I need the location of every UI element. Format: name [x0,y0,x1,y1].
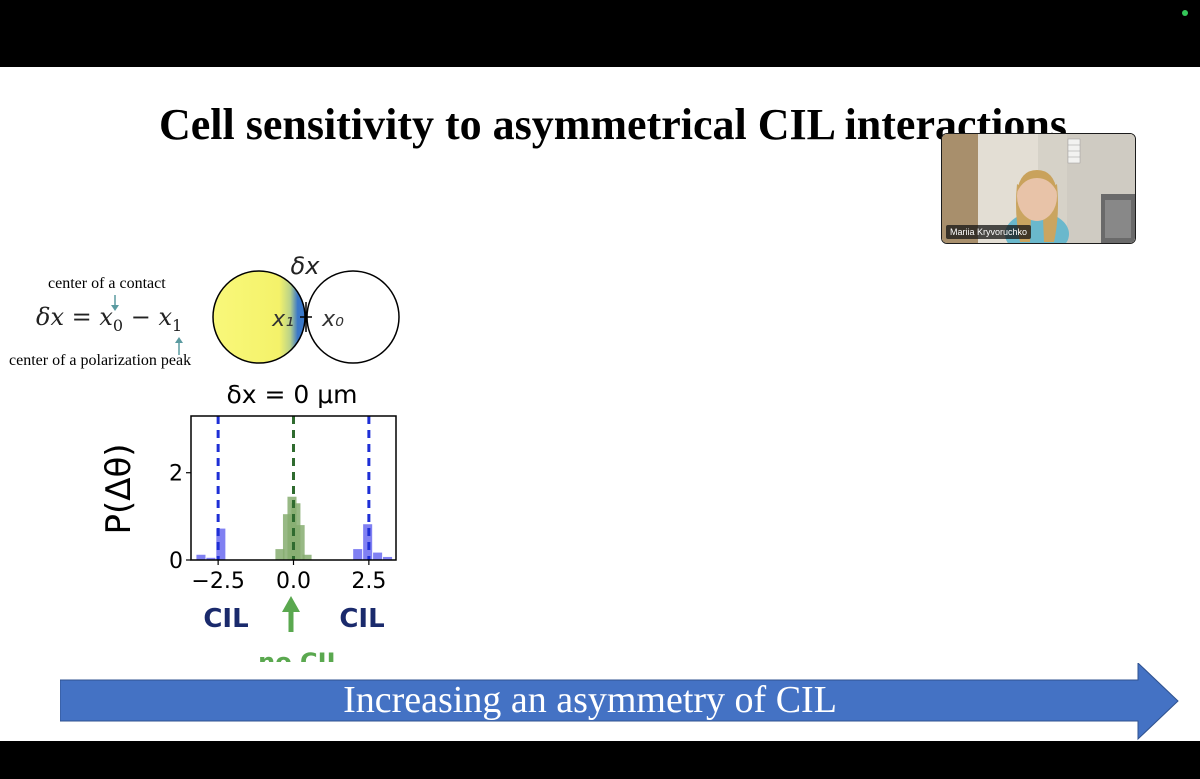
y-tick-label: 2 [169,462,183,487]
formula-x0-sub: 0 [112,315,124,335]
formula-x1: x [158,303,173,331]
top-bar [0,0,1200,67]
histogram-bar [373,552,383,560]
camera-indicator-icon [1182,10,1188,16]
slide-title: Cell sensitivity to asymmetrical CIL int… [159,100,1067,149]
formula-minus: − [130,303,151,331]
cell-contact-diagram: δx x₁ x₀ [212,252,400,364]
no-cil-label: no CIL [258,648,342,662]
axis-ticks: −2.5 0.0 2.5 0 2 [169,462,386,594]
y-axis-label: P(Δθ) [99,443,139,534]
annotation-arrows [111,295,183,355]
polarization-annotation: center of a polarization peak [9,352,192,369]
diagram-delta-label: δx [291,252,321,280]
y-tick-label: 0 [169,549,183,574]
cil-right-label: CIL [339,604,384,634]
formula-delta: δx [36,303,64,331]
participant-video-tile[interactable]: Mariia Kryvoruchko [941,133,1136,244]
histogram-bar [295,525,305,560]
histogram-bar [353,549,363,560]
diagram-x1-label: x₁ [271,307,294,332]
no-cil-arrowhead [282,596,300,612]
bottom-bar [0,741,1200,779]
right-cell [306,270,400,364]
contact-annotation: center of a contact [48,275,166,292]
histogram-bar [383,556,393,560]
asymmetry-arrow-label: Increasing an asymmetry of CIL [343,679,837,721]
x-tick-label: 0.0 [276,569,311,594]
cil-left-label: CIL [203,604,248,634]
participant-name: Mariia Kryvoruchko [946,225,1032,239]
formula-equals: = [71,303,92,331]
plot-area [196,416,393,560]
x-tick-label: 2.5 [351,569,386,594]
histogram-bar [302,554,312,560]
participant-video [942,134,1135,243]
histogram-chart: δx = 0 μm P(Δθ) −2.5 0.0 2.5 0 2 CIL CIL no … [99,380,397,662]
histogram-bar [216,528,226,560]
histogram-bar [275,549,285,560]
histogram-bar [196,554,206,560]
histogram-title: δx = 0 μm [226,380,357,409]
histogram-bar [206,557,216,560]
x-tick-label: −2.5 [191,569,244,594]
diagram-x0-label: x₀ [321,307,344,332]
formula-x1-sub: 1 [172,315,183,335]
delta-x-formula: δx = x0 − x1 [36,303,182,335]
asymmetry-arrow [60,663,1179,741]
formula-x0: x [99,303,113,331]
